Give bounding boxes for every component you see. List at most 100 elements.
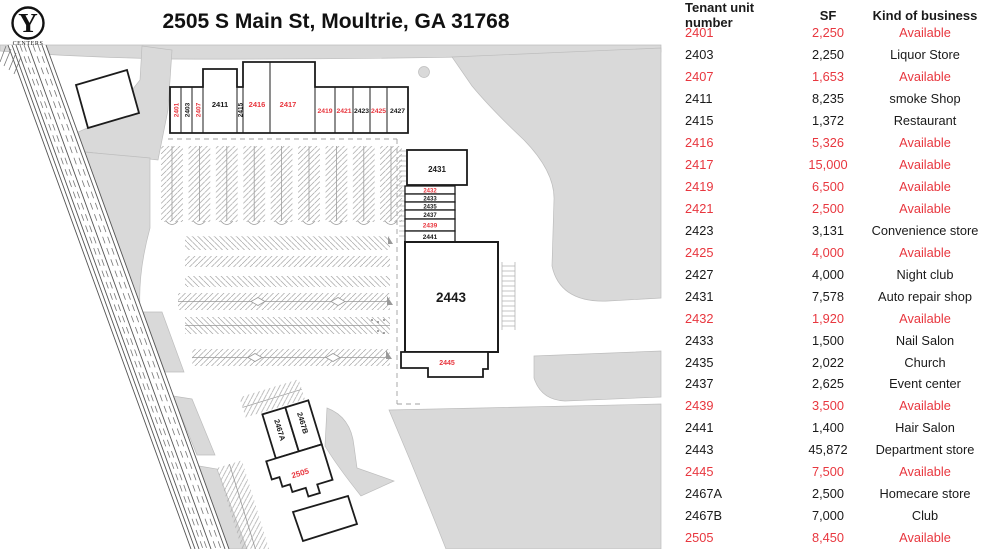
unit-label-2443: 2443 xyxy=(436,290,467,305)
cell-business: Convenience store xyxy=(871,222,979,238)
cell-business: Available xyxy=(899,464,951,480)
cell-business: Available xyxy=(899,310,951,326)
gray-sliver-2 xyxy=(172,395,216,456)
table-row: 2411 8,235 smoke Shop xyxy=(670,88,984,110)
cell-sf: 4,000 xyxy=(811,266,845,282)
table-row: 2439 3,500 Available xyxy=(670,395,984,417)
cell-unit: 2421 xyxy=(685,200,714,216)
sidewalk-hatch xyxy=(399,150,406,238)
cell-sf: 2,500 xyxy=(811,200,845,216)
unit-label-2445: 2445 xyxy=(439,360,455,367)
cell-business: smoke Shop xyxy=(889,91,961,107)
cell-unit: 2467A xyxy=(685,486,723,502)
cell-business: Available xyxy=(899,244,951,260)
cell-unit: 2423 xyxy=(685,222,714,238)
table-row: 2441 1,400 Hair Salon xyxy=(670,417,984,439)
landscape-areas xyxy=(0,44,662,549)
unit-label-2425: 2425 xyxy=(371,108,386,115)
cell-sf: 7,500 xyxy=(811,464,845,480)
outbuilding-south xyxy=(291,494,359,543)
cell-unit: 2427 xyxy=(685,266,714,282)
cell-unit: 2441 xyxy=(685,420,714,436)
unit-label-2423: 2423 xyxy=(354,108,369,115)
cell-sf: 2,500 xyxy=(811,486,845,502)
cell-unit: 2505 xyxy=(685,530,714,546)
cell-business: Club xyxy=(911,508,939,524)
unit-label-2417: 2417 xyxy=(280,100,297,109)
cell-sf: 1,653 xyxy=(811,69,845,85)
cell-sf: 45,872 xyxy=(808,442,848,458)
table-row: 2433 1,500 Nail Salon xyxy=(670,329,984,351)
unit-label-2441: 2441 xyxy=(423,234,438,241)
unit-label-2401: 2401 xyxy=(174,102,181,117)
table-row: 2419 6,500 Available xyxy=(670,176,984,198)
cell-business: Available xyxy=(899,530,951,546)
cell-business: Auto repair shop xyxy=(878,288,972,304)
table-row: 2403 2,250 Liquor Store xyxy=(670,44,984,66)
cell-unit: 2416 xyxy=(685,135,714,151)
south-building: 2467A 2467B 2505 xyxy=(217,379,334,549)
cell-business: Department store xyxy=(875,442,975,458)
outbuilding-northwest xyxy=(74,68,141,130)
cell-unit: 2432 xyxy=(685,310,714,326)
table-row: 2421 2,500 Available xyxy=(670,198,984,220)
cell-business: Restaurant xyxy=(893,113,957,129)
cell-unit: 2407 xyxy=(685,69,714,85)
cell-unit: 2433 xyxy=(685,332,714,348)
site-plan: Y CENTERS 2505 S Main St, Moultrie, GA 3… xyxy=(0,6,662,549)
cell-business: Hair Salon xyxy=(895,420,955,436)
unit-label-2431: 2431 xyxy=(428,165,446,174)
cell-business: Available xyxy=(899,157,951,173)
cell-sf: 2,250 xyxy=(811,47,845,63)
table-row: 2427 4,000 Night club xyxy=(670,263,984,285)
cell-sf: 8,450 xyxy=(811,530,845,546)
cell-business: Night club xyxy=(896,266,954,282)
unit-label-2433: 2433 xyxy=(423,197,437,203)
table-row: 2423 3,131 Convenience store xyxy=(670,219,984,241)
col-header-business: Kind of business xyxy=(872,7,978,23)
cell-business: Church xyxy=(904,354,946,370)
cell-unit: 2437 xyxy=(685,376,714,392)
cell-sf: 15,000 xyxy=(808,157,848,173)
tenant-table: Tenant unit number SF Kind of business 2… xyxy=(670,0,984,549)
cell-sf: 8,235 xyxy=(811,91,845,107)
table-row: 2417 15,000 Available xyxy=(670,154,984,176)
table-header-row: Tenant unit number SF Kind of business xyxy=(670,0,984,30)
unit-label-2419: 2419 xyxy=(317,108,332,115)
cell-business: Available xyxy=(899,69,951,85)
cell-sf: 1,372 xyxy=(811,113,845,129)
cell-unit: 2417 xyxy=(685,157,714,173)
unit-label-2439: 2439 xyxy=(423,223,438,230)
cell-sf: 3,500 xyxy=(811,398,845,414)
table-row: 2435 2,022 Church xyxy=(670,351,984,373)
cell-unit: 2403 xyxy=(685,47,714,63)
cell-unit: 2419 xyxy=(685,179,714,195)
cell-business: Nail Salon xyxy=(895,332,955,348)
parking-lot xyxy=(160,138,424,405)
cell-business: Available xyxy=(899,25,951,41)
cell-unit: 2415 xyxy=(685,113,714,129)
table-row: 2425 4,000 Available xyxy=(670,241,984,263)
logo-caption: CENTERS xyxy=(13,41,44,47)
strip-building: 2401 2403 2407 2411 2415 2416 2417 2419 … xyxy=(169,61,409,134)
cell-sf: 3,131 xyxy=(811,222,845,238)
table-row: 2505 8,450 Available xyxy=(670,527,984,549)
unit-label-2415: 2415 xyxy=(238,102,245,117)
cell-business: Available xyxy=(899,398,951,414)
table-row: 2432 1,920 Available xyxy=(670,307,984,329)
cell-unit: 2439 xyxy=(685,398,714,414)
col-header-sf: SF xyxy=(819,7,837,23)
gray-near-2505 xyxy=(324,407,395,497)
gray-mid-right-band xyxy=(533,350,662,402)
cell-sf: 7,000 xyxy=(811,508,845,524)
logo-letter: Y xyxy=(18,8,38,38)
table-row: 2415 1,372 Restaurant xyxy=(670,110,984,132)
cell-sf: 6,500 xyxy=(811,179,845,195)
cell-business: Available xyxy=(899,179,951,195)
cell-sf: 7,578 xyxy=(811,288,845,304)
table-row: 2416 5,326 Available xyxy=(670,132,984,154)
table-row: 2437 2,625 Event center xyxy=(670,373,984,395)
unit-label-2435: 2435 xyxy=(423,205,437,211)
road xyxy=(0,44,230,549)
table-row: 2467A 2,500 Homecare store xyxy=(670,483,984,505)
